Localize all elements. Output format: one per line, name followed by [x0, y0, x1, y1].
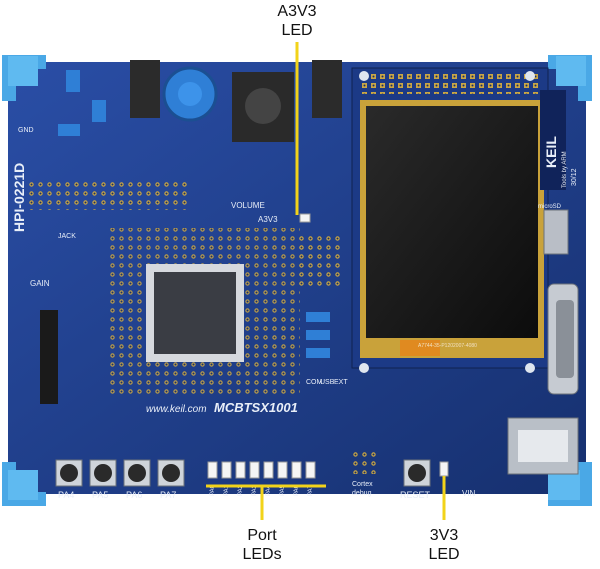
silk-hpi: HPI-0221D	[11, 163, 27, 232]
corner-feet	[2, 55, 592, 506]
silk-led-pa4: PA4	[266, 484, 272, 496]
callout-port-line2: LEDs	[242, 546, 282, 563]
silk-ext: EXT	[334, 379, 348, 386]
silk-usb: USB	[320, 379, 335, 386]
microsd-slot	[543, 209, 569, 255]
port-led-row	[207, 461, 316, 479]
keil-logo	[540, 90, 566, 190]
silk-jack: JACK	[58, 233, 76, 240]
silk-btn-pa7: PA7	[160, 490, 176, 500]
usb-socket	[518, 430, 568, 462]
cortex-debug-header	[350, 450, 376, 474]
silk-led-pa2: PA2	[238, 484, 244, 496]
silk-gnd: GND	[18, 127, 34, 134]
silk-led-pa6: PA6	[294, 484, 300, 496]
silk-com: COM	[306, 379, 323, 386]
silk-led-pa7: PA7	[308, 484, 314, 496]
audio-jack-1	[130, 60, 160, 118]
silk-led-pa0: PA0	[210, 484, 216, 496]
silk-brand: KEIL	[543, 136, 559, 168]
push-buttons	[55, 459, 431, 487]
callout-a3v3-led: A3V3 LED	[262, 2, 332, 40]
silk-debug: debug	[352, 490, 372, 497]
callout-a3v3-line2: LED	[281, 22, 313, 39]
silk-volume: VOLUME	[231, 201, 265, 210]
silk-vin: VIN	[462, 489, 476, 498]
lcd-screen	[366, 106, 538, 338]
silk-gain: GAIN	[30, 279, 50, 288]
silkscreen: www.keil.com MCBTSX1001 HPI-0221D KEIL T…	[11, 127, 578, 500]
callout-port-leds: Port LEDs	[226, 526, 298, 564]
silk-btn-pa5: PA5	[92, 490, 108, 500]
silk-led-pa3: PA3	[252, 484, 258, 496]
proto-area-right	[296, 232, 344, 288]
silk-led-pa1: PA1	[224, 484, 230, 496]
proto-area-top	[28, 180, 188, 210]
callout-port-line1: Port	[247, 527, 277, 544]
silk-btn-pa4: PA4	[58, 490, 74, 500]
silk-brand-sub: Tools by ARM	[562, 151, 568, 188]
silk-tft-part: A7744-35-P1202007-4080	[418, 343, 477, 349]
serial-connector	[547, 283, 579, 395]
callout-3v3-line2: LED	[428, 546, 460, 563]
mcu-chip	[146, 264, 244, 362]
jumpers-top-left	[58, 70, 106, 136]
silk-cortex: Cortex	[352, 481, 373, 488]
silk-reset: RESET	[400, 490, 431, 500]
silk-led-pa5: PA5	[280, 484, 286, 496]
callout-lines	[206, 42, 446, 520]
lcd-module	[351, 67, 549, 373]
audio-jack-2	[312, 60, 342, 118]
callout-3v3-line1: 3V3	[429, 527, 459, 544]
silk-sdcard: microSD	[538, 204, 562, 210]
jumpers-mcu	[306, 312, 330, 358]
silk-website: www.keil.com	[146, 404, 207, 415]
pin-header-left	[40, 310, 58, 404]
silk-board-name: MCBTSX1001	[214, 400, 298, 415]
callout-a3v3-line1: A3V3	[277, 3, 317, 20]
silk-rev: 30/12	[571, 168, 578, 186]
3v3-led	[439, 461, 449, 477]
a3v3-led	[299, 213, 311, 223]
silk-btn-pa6: PA6	[126, 490, 142, 500]
callout-3v3-led: 3V3 LED	[412, 526, 476, 564]
silk-a3v3: A3V3	[258, 215, 278, 224]
